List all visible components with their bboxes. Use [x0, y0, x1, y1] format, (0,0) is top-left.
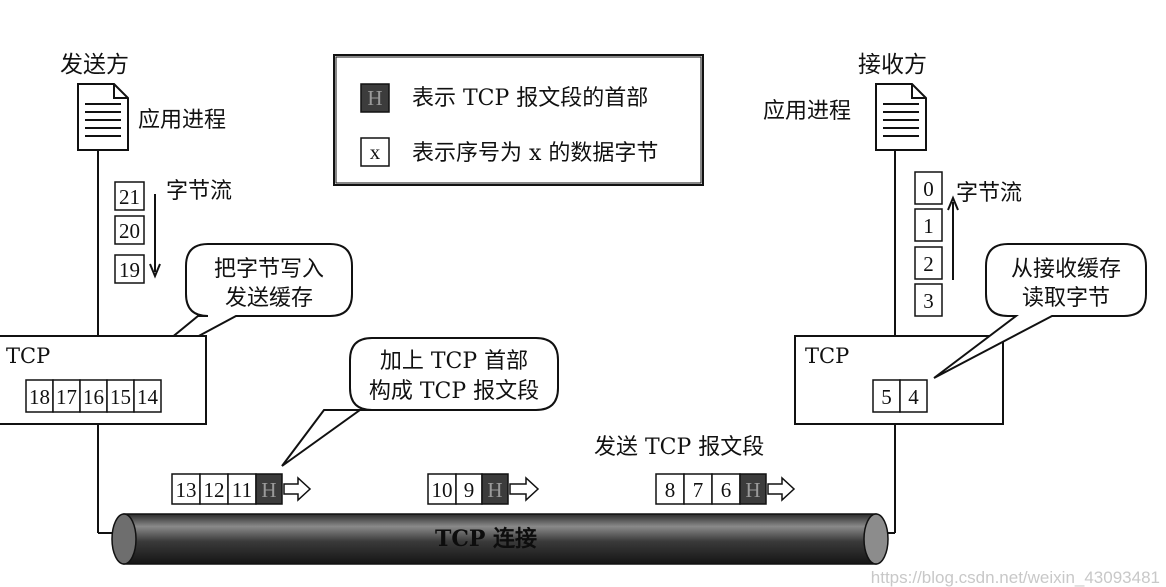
receiver-tcp-label: TCP [805, 344, 849, 368]
byte-cell: 14 [137, 385, 159, 409]
header-symbol: H [745, 478, 760, 502]
byte-cell: 16 [83, 385, 104, 409]
legend-box: H 表示 TCP 报文段的首部 x 表示序号为 x 的数据字节 [333, 54, 704, 186]
legend-byte-text: 表示序号为 x 的数据字节 [412, 141, 658, 166]
legend-byte-swatch [360, 137, 390, 167]
header-symbol: H [487, 478, 502, 502]
sender-tcp-box: TCP 18 17 16 15 14 [0, 335, 207, 425]
legend-byte-symbol: x [370, 140, 381, 164]
bubble-header-line2: 构成 TCP 报文段 [369, 379, 539, 404]
sender-app-bytes: 21 20 19 [114, 181, 145, 284]
byte-cell: 17 [56, 385, 77, 409]
bubble-read-line1: 从接收缓存 [1011, 257, 1121, 282]
watermark: https://blog.csdn.net/weixin_43093481 [871, 568, 1160, 587]
receiver-byte-stream-label: 字节流 [956, 181, 1022, 206]
segment-2: 10 9 H [427, 473, 540, 505]
sender-document-icon [77, 83, 129, 151]
byte-cell: 18 [29, 385, 50, 409]
bubble-read-buffer: 从接收缓存 读取字节 [933, 243, 1147, 379]
byte-cell: 7 [693, 478, 704, 502]
bubble-header-line1: 加上 TCP 首部 [380, 349, 528, 374]
byte-cell: 5 [881, 385, 892, 409]
byte-cell: 13 [176, 478, 197, 502]
sender-byte-stream-label: 字节流 [166, 179, 232, 204]
right-arrow-icon [767, 476, 796, 502]
sender-title: 发送方 [60, 52, 129, 78]
bubble-add-header: 加上 TCP 首部 构成 TCP 报文段 [281, 337, 559, 467]
tcp-connection-label: TCP 连接 [435, 526, 537, 552]
byte-cell: 15 [110, 385, 131, 409]
byte-cell: 11 [232, 478, 252, 502]
segment-3: 8 7 6 H [655, 473, 796, 505]
legend-header-text: 表示 TCP 报文段的首部 [412, 86, 648, 111]
up-arrow-icon [947, 195, 959, 280]
sender-tcp-label: TCP [6, 344, 50, 368]
segment-header [739, 473, 767, 505]
byte-cell: 0 [923, 177, 934, 201]
byte-cell: 3 [923, 289, 934, 313]
byte-cell: 8 [665, 478, 676, 502]
byte-cell: 2 [923, 252, 934, 276]
segment-header [481, 473, 509, 505]
legend-header-swatch [360, 83, 390, 113]
header-symbol: H [261, 478, 276, 502]
receiver-app-process: 应用进程 [763, 99, 851, 124]
byte-cell: 12 [204, 478, 225, 502]
byte-cell: 19 [119, 258, 140, 282]
bubble-write-line1: 把字节写入 [214, 257, 324, 282]
byte-cell: 4 [908, 385, 919, 409]
bubble-read-line2: 读取字节 [1022, 286, 1110, 311]
segment-header [255, 473, 283, 505]
segment-1: 13 12 11 H [171, 473, 312, 505]
receiver-document-icon [875, 83, 927, 151]
bubble-write-line2: 发送缓存 [225, 286, 313, 311]
sender-app-process: 应用进程 [138, 108, 226, 133]
byte-cell: 21 [119, 185, 140, 209]
receiver-tcp-box: TCP 5 4 [794, 335, 1004, 425]
byte-cell: 6 [721, 478, 732, 502]
sender-send-buffer: 18 17 16 15 14 [25, 379, 162, 413]
receiver-recv-buffer: 5 4 [872, 379, 928, 413]
receiver-title: 接收方 [858, 52, 927, 78]
tcp-connection-pipe: TCP 连接 [111, 513, 889, 565]
down-arrow-icon [149, 194, 161, 279]
receiver-app-bytes: 0 1 2 3 [914, 171, 943, 317]
byte-cell: 1 [923, 214, 934, 238]
right-arrow-icon [283, 476, 312, 502]
right-arrow-icon [509, 476, 540, 502]
send-segment-label: 发送 TCP 报文段 [594, 435, 764, 460]
byte-cell: 9 [464, 478, 475, 502]
byte-cell: 10 [432, 478, 453, 502]
legend-header-symbol: H [367, 86, 382, 110]
byte-cell: 20 [119, 219, 140, 243]
